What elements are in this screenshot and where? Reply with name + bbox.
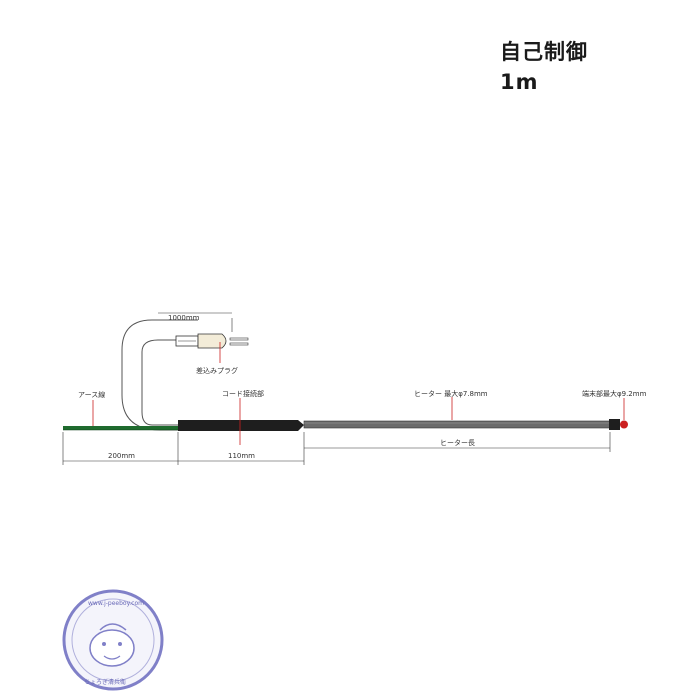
heater-length-label: ヒーター長 [440,438,475,447]
brand-seal-logo: www.j-peeboy.com ちょろぎ清兵衛 [62,589,164,691]
cord-length-label: 1000mm [168,314,200,322]
power-cord-inner [141,339,178,426]
end-part-label: 端末部最大φ9.2mm [582,389,647,398]
seal-url: www.j-peeboy.com [88,600,144,607]
seal-name: ちょろぎ清兵衛 [84,678,126,686]
product-title-block: 自己制御 1m [500,37,588,97]
dim-joint-label: 110mm [228,452,255,460]
product-type-label: 自己制御 [500,40,588,64]
heater-body [303,420,611,429]
cord-joint [178,420,304,431]
end-cap [609,419,620,430]
plug-label: 差込みプラグ [196,366,238,375]
earth-wire-label: アース線 [78,390,105,399]
plug [158,312,249,349]
cord-joint-label: コード接続部 [222,389,264,398]
dim-earth-label: 200mm [108,452,135,460]
dimension-lines [62,432,611,465]
product-length-label: 1m [500,70,539,94]
heater-label: ヒーター 最大φ7.8mm [414,389,488,398]
